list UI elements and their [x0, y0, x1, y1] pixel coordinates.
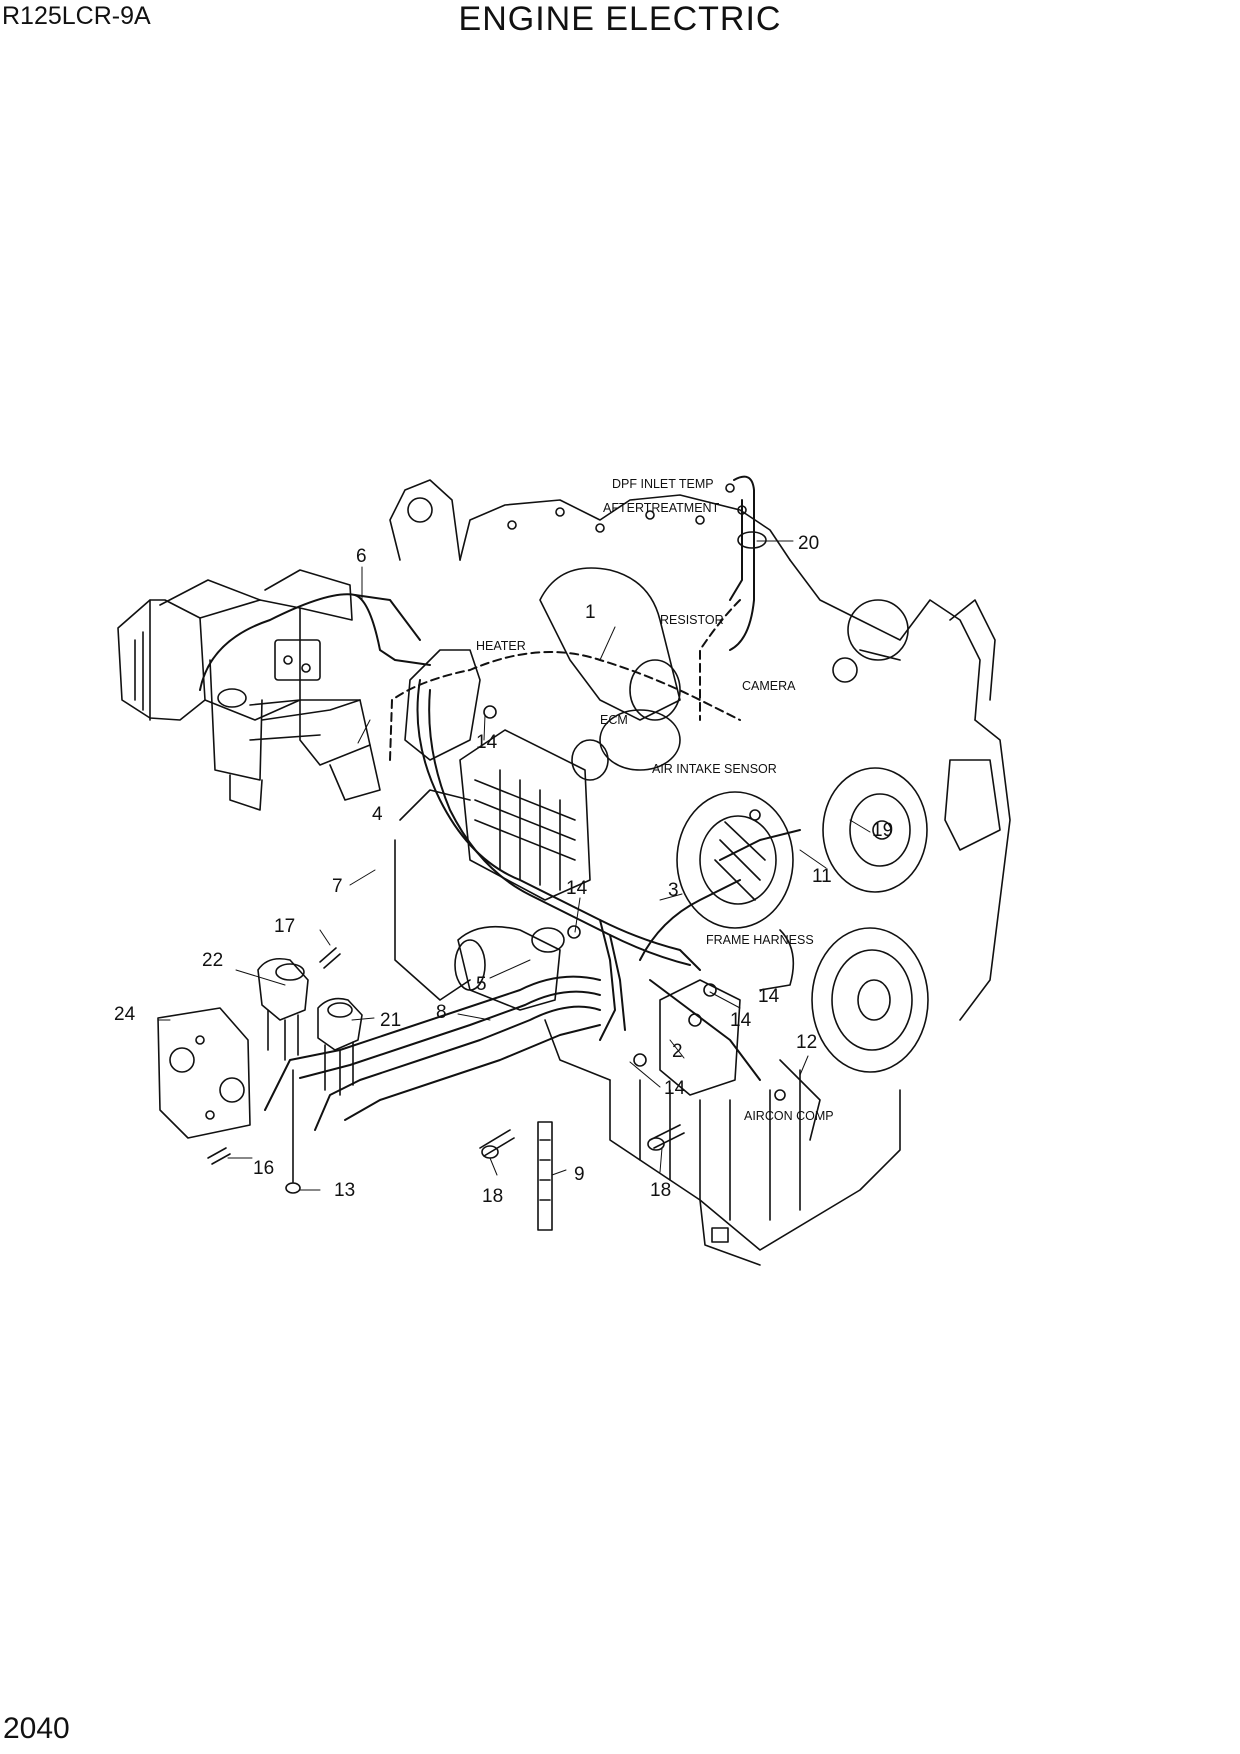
callout-9: 9: [574, 1164, 585, 1185]
callout-2: 2: [672, 1041, 683, 1062]
callout-17: 17: [274, 916, 295, 937]
callout-14-e: 14: [664, 1078, 686, 1099]
callout-19: 19: [872, 820, 893, 841]
callout-14-b: 14: [566, 878, 588, 899]
label-frame-harness: FRAME HARNESS: [706, 933, 814, 947]
label-dpf-inlet-temp: DPF INLET TEMP: [612, 477, 714, 491]
callout-3: 3: [668, 880, 679, 901]
battery-relay-group: [157, 947, 363, 1194]
callout-6: 6: [356, 546, 367, 567]
callout-21: 21: [380, 1010, 401, 1031]
callout-5: 5: [476, 974, 487, 995]
callout-numbers: 1 2 3 4 5 6 7 8 9 11 12 13 14 14 14 14 1…: [114, 533, 893, 1207]
page-title: ENGINE ELECTRIC: [458, 0, 782, 38]
callout-4: 4: [372, 804, 383, 825]
label-resistor: RESISTOR: [660, 613, 724, 627]
label-air-intake-sensor: AIR INTAKE SENSOR: [652, 762, 777, 776]
component-labels: DPF INLET TEMP AFTERTREATMENT RESISTOR H…: [476, 477, 834, 1123]
page-number: 2040: [3, 1712, 70, 1745]
callout-13: 13: [334, 1180, 355, 1201]
callout-18-b: 18: [650, 1180, 671, 1201]
callout-14-a: 14: [476, 732, 498, 753]
wire-harness: [199, 475, 801, 1131]
engine-block: [389, 479, 1011, 1266]
hydraulic-pump: [117, 569, 381, 811]
callout-11: 11: [812, 866, 832, 887]
callout-22: 22: [202, 950, 223, 971]
callout-14-d: 14: [730, 1010, 752, 1031]
ground-strap-and-bolts: [479, 483, 786, 1231]
callout-8: 8: [436, 1002, 447, 1023]
label-camera: CAMERA: [742, 679, 796, 693]
leader-lines: [157, 540, 871, 1191]
callout-1: 1: [585, 602, 596, 623]
label-ecm: ECM: [600, 713, 628, 727]
callout-7: 7: [332, 876, 343, 897]
label-aftertreatment: AFTERTREATMENT: [603, 501, 720, 515]
callout-24: 24: [114, 1004, 136, 1025]
callout-16: 16: [253, 1158, 274, 1179]
callout-20: 20: [798, 533, 819, 554]
label-heater: HEATER: [476, 639, 526, 653]
callout-12: 12: [796, 1032, 817, 1053]
callout-14-c: 14: [758, 986, 780, 1007]
model-number: R125LCR-9A: [2, 2, 151, 30]
callout-18-a: 18: [482, 1186, 503, 1207]
label-aircon-comp: AIRCON COMP: [744, 1109, 834, 1123]
